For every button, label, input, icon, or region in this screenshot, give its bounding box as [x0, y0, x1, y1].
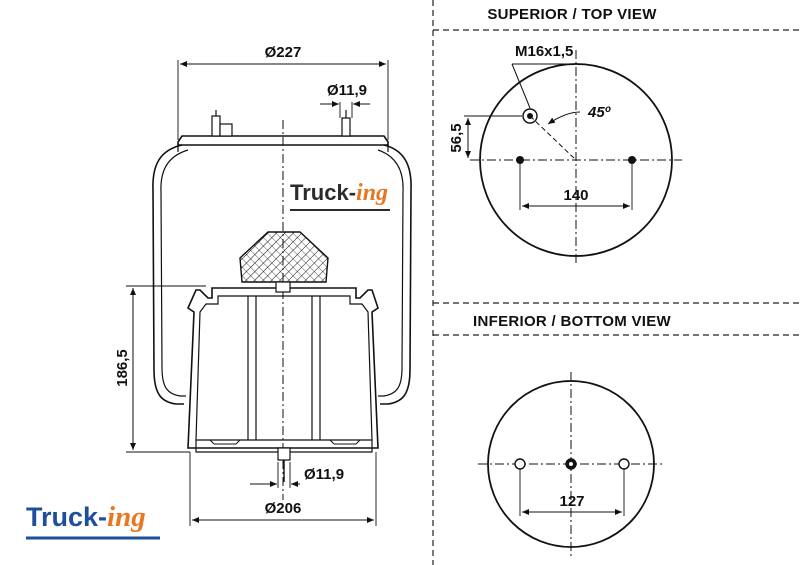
piston-outer — [186, 287, 379, 449]
top-bolt-left — [516, 156, 524, 164]
dim-bottom-pin: Ø11,9 — [250, 462, 344, 488]
angle-dimension: 45º — [547, 104, 612, 125]
dim-top-diameter: Ø227 — [177, 44, 389, 140]
bottom-stud — [277, 447, 291, 461]
dim-height-label: 186,5 — [114, 349, 131, 387]
brand-logo: Truck-ing — [26, 501, 160, 540]
angle-label: 45º — [587, 104, 612, 121]
logo-text-a: Truck- — [26, 502, 107, 532]
dim-bottom-pin-label: Ø11,9 — [304, 466, 344, 483]
thread-label: M16x1,5 — [515, 43, 573, 60]
side-view: Ø227 Ø11,9 Truck-ing 186,5 — [114, 44, 412, 526]
dim-top-pin-label: Ø11,9 — [327, 82, 367, 99]
top-view: SUPERIOR / TOP VIEW M16x1,5 45º 56,5 — [448, 6, 682, 265]
svg-text:Truck-ing: Truck-ing — [26, 501, 146, 533]
dim-bottom-diameter: Ø206 — [189, 452, 377, 526]
bottom-view: INFERIOR / BOTTOM VIEW 127 — [473, 313, 672, 556]
top-stud-right — [341, 110, 351, 137]
dim-bottom-diameter-label: Ø206 — [265, 500, 302, 517]
bellows-outer-right — [380, 144, 412, 405]
bottom-bolt-spacing-label: 127 — [559, 493, 584, 510]
top-bolt-spacing-label: 140 — [563, 187, 588, 204]
bellows-inner-left — [160, 149, 189, 397]
section-separators — [432, 0, 800, 565]
dim-offset: 56,5 — [448, 115, 522, 158]
bottom-bolt-left — [514, 458, 526, 470]
bellows-inner-right — [377, 149, 404, 397]
watermark-text-a: Truck- — [290, 180, 356, 205]
top-stud-left — [211, 110, 233, 137]
dim-height: 186,5 — [114, 285, 206, 453]
top-bolt-right — [628, 156, 636, 164]
bellows-outer-left — [152, 144, 184, 405]
watermark-text-b: ing — [356, 180, 388, 206]
dim-top-bolt-spacing: 140 — [519, 164, 633, 210]
top-view-title: SUPERIOR / TOP VIEW — [487, 6, 657, 23]
bottom-view-title: INFERIOR / BOTTOM VIEW — [473, 313, 672, 330]
piston-inner — [195, 295, 373, 441]
bottom-bolt-right — [618, 458, 630, 470]
logo-text-b: ing — [107, 501, 146, 533]
offset-label: 56,5 — [448, 123, 465, 152]
dim-bottom-bolt-spacing: 127 — [519, 469, 625, 516]
brand-watermark: Truck-ing — [290, 180, 390, 211]
svg-text:Truck-ing: Truck-ing — [290, 180, 388, 206]
air-fitting: M16x1,5 — [511, 43, 580, 161]
dim-top-diameter-label: Ø227 — [265, 44, 302, 61]
dim-top-pin: Ø11,9 — [320, 82, 370, 118]
